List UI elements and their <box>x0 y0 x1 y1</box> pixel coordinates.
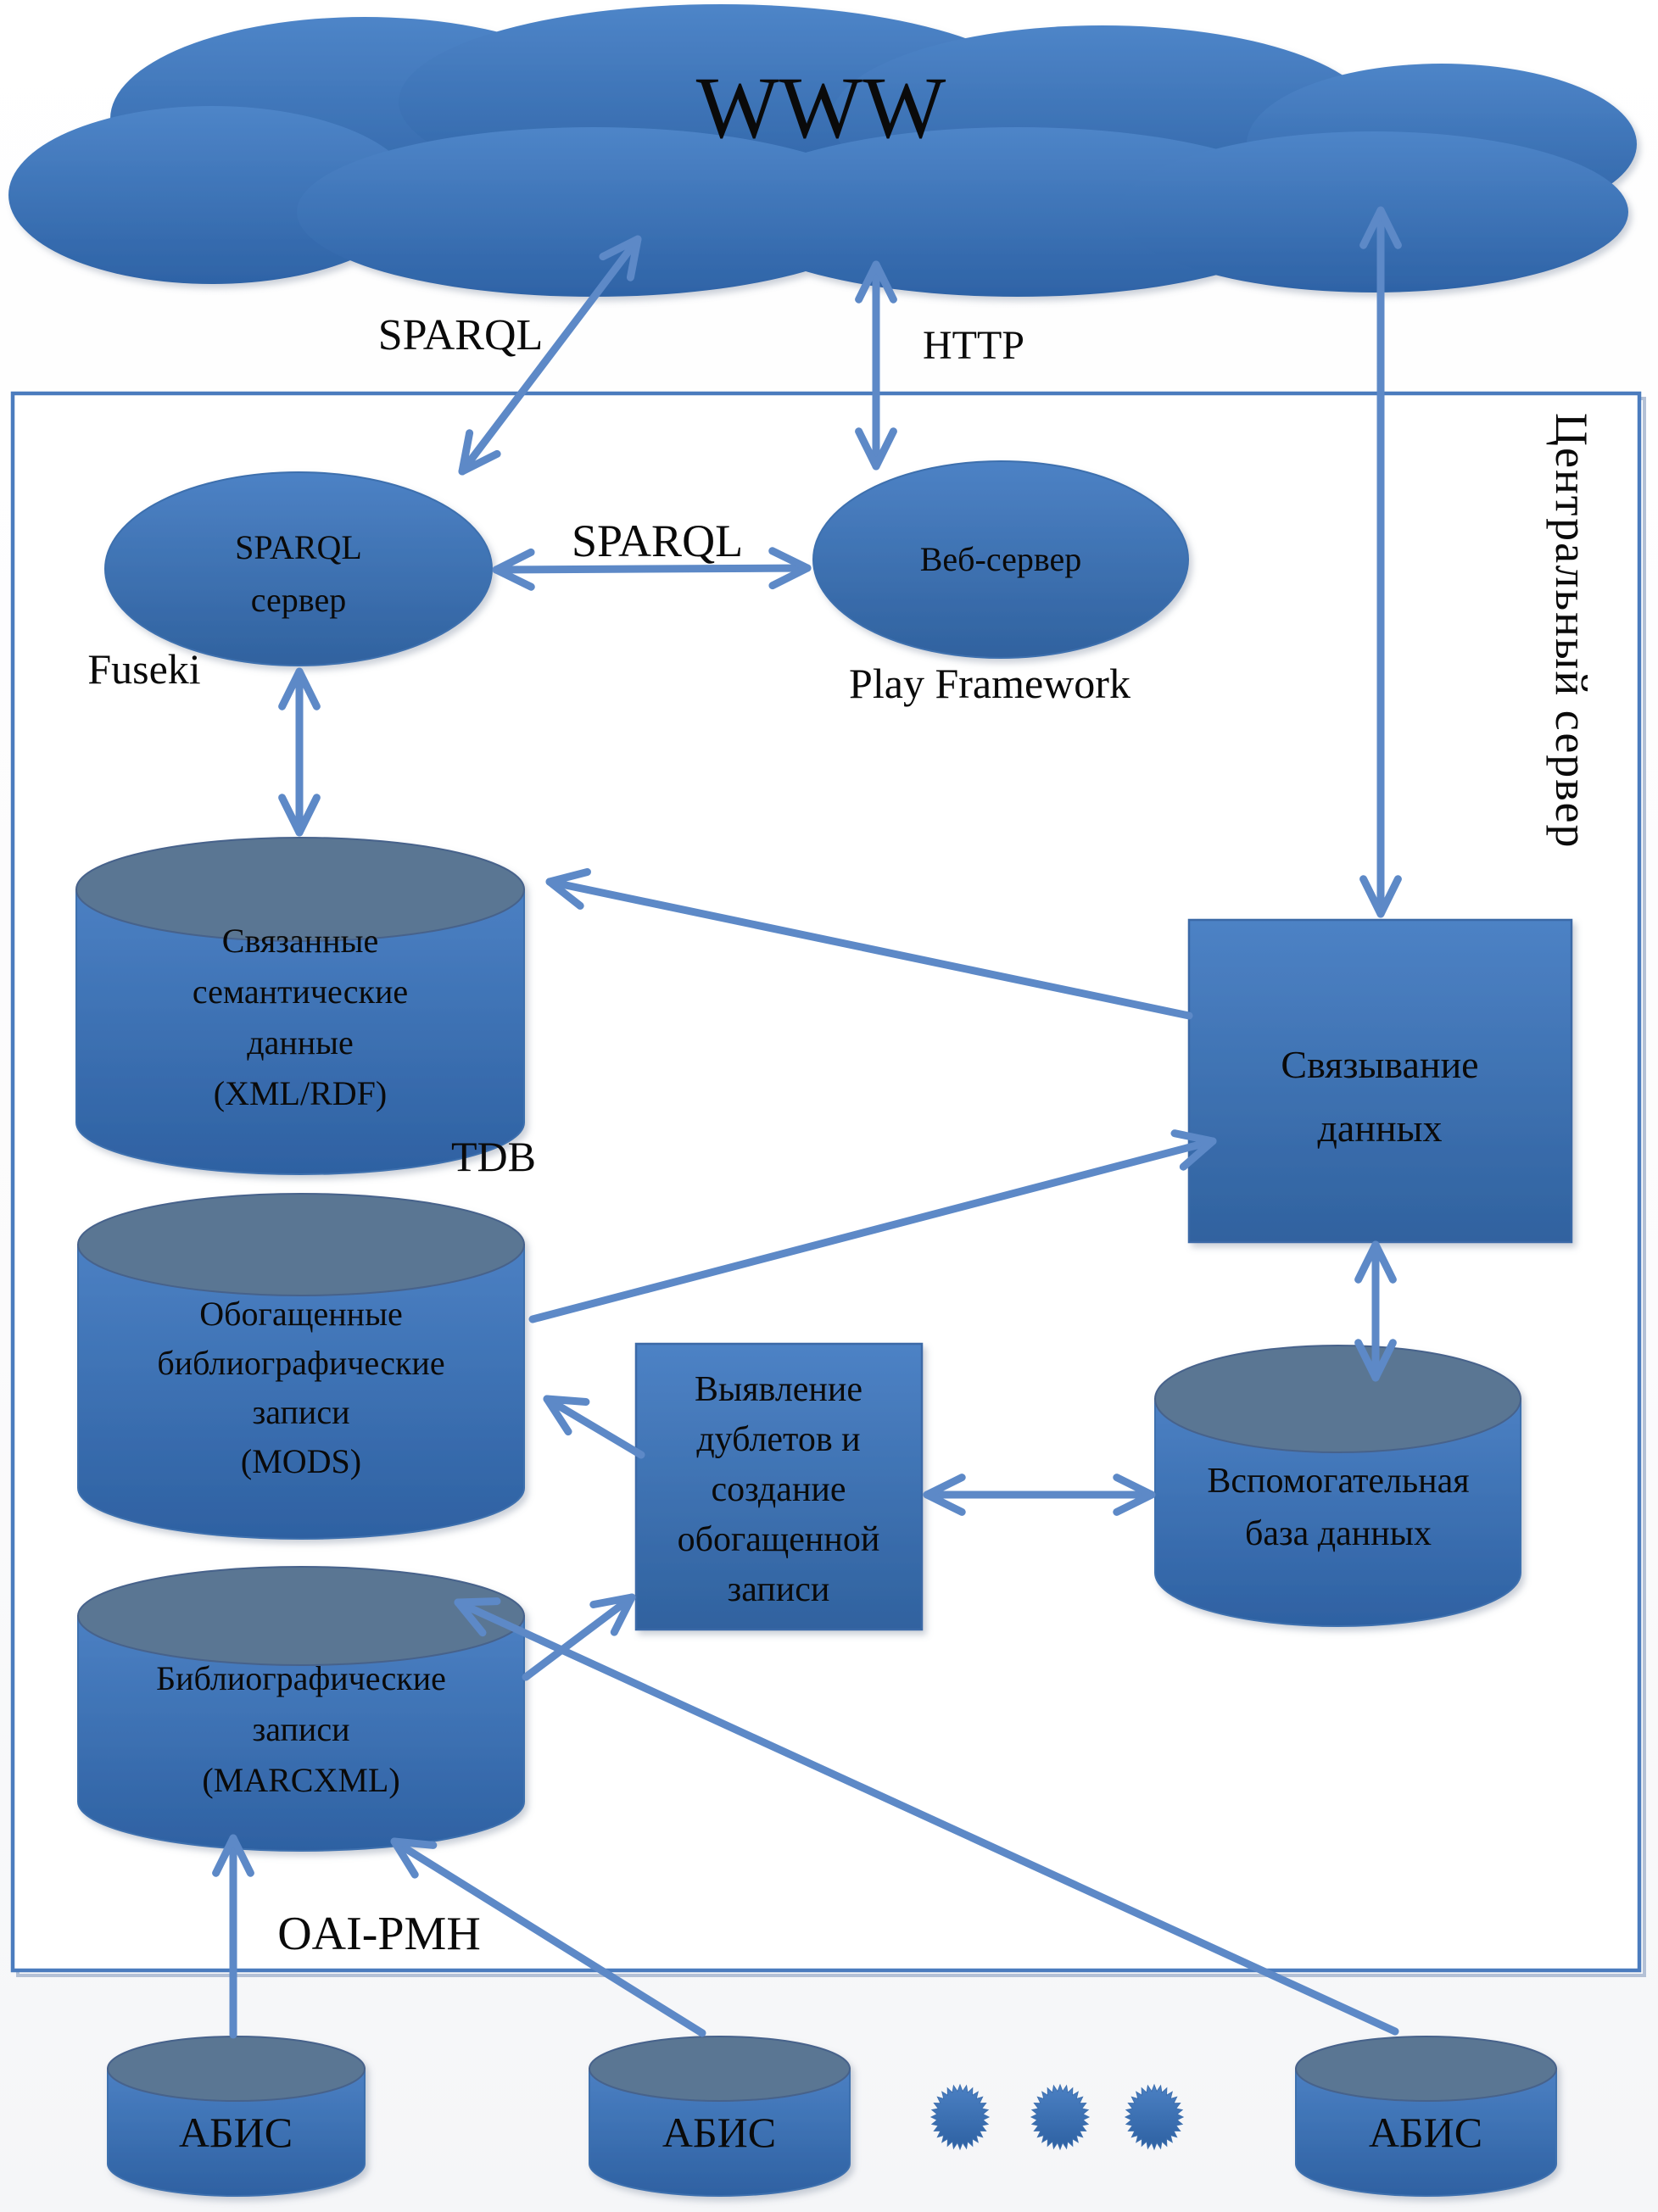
data-linking-node <box>1187 918 1573 1244</box>
aux-db-cylinder <box>1154 1345 1521 1627</box>
edge-www-web-server <box>855 260 897 471</box>
abis2-cylinder <box>589 2036 851 2197</box>
edge-abis2-biblio <box>390 1837 706 2037</box>
edge-www-sparql-server <box>458 235 642 476</box>
edge-data-linking-aux-db <box>1354 1240 1397 1382</box>
edge-biblio-dedup <box>522 1593 636 1681</box>
edge-abis3-biblio <box>454 1597 1399 2036</box>
edge-abis1-biblio <box>212 1834 254 2039</box>
linked-data-label: Связанные семантические данные (XML/RDF) <box>192 922 409 1112</box>
web-server-label: Веб-сервер <box>919 540 1082 578</box>
sparql-server-node <box>104 471 493 666</box>
data-linking-label: Связывание данных <box>1281 1043 1479 1150</box>
edge-dedup-aux-db <box>923 1474 1156 1516</box>
abis3-label: АБИС <box>1368 2109 1483 2156</box>
biblio-records-label: Библиографические записи (MARCXML) <box>156 1659 446 1799</box>
linked-data-cylinder <box>75 837 525 1175</box>
fuseki-caption: Fuseki <box>87 645 201 693</box>
ellipsis-star-icon <box>929 2083 991 2151</box>
edge-sparql-server-linked-data <box>278 667 321 837</box>
www-label: WWW <box>695 59 946 157</box>
ellipsis-star-icon <box>1124 2083 1185 2151</box>
ellipsis-star-icon <box>1030 2083 1091 2151</box>
www-cloud-icon <box>8 4 1637 297</box>
edge-www-data-linking <box>1359 206 1402 918</box>
abis1-cylinder <box>107 2036 366 2197</box>
central-server-caption: Центральный сервер <box>1546 413 1597 850</box>
enriched-records-label: Обогащенные библиографические записи (MO… <box>157 1295 445 1480</box>
enriched-records-cylinder <box>77 1193 525 1540</box>
abis1-label: АБИС <box>178 2109 293 2156</box>
edge-enriched-data-linking <box>528 1129 1217 1323</box>
tdb-caption: TDB <box>451 1133 536 1180</box>
edge-dedup-enriched <box>543 1395 645 1459</box>
biblio-records-cylinder <box>77 1566 525 1852</box>
edge-data-linking-linked-data <box>545 868 1193 1020</box>
sparql-mid-edge-label: SPARQL <box>571 515 744 566</box>
web-server-node <box>812 460 1189 659</box>
aux-db-label: Вспомогательная база данных <box>1207 1462 1470 1553</box>
edge-sparql-server-web-server <box>492 547 812 591</box>
abis2-label: АБИС <box>662 2109 777 2156</box>
dedup-label: Выявление дублетов и создание обогащенно… <box>677 1370 880 1609</box>
play-framework-caption: Play Framework <box>849 660 1130 707</box>
sparql-top-edge-label: SPARQL <box>377 311 544 359</box>
dedup-node <box>634 1342 924 1631</box>
http-edge-label: HTTP <box>923 323 1024 368</box>
oai-pmh-edge-label: OAI-PMH <box>277 1908 481 1960</box>
sparql-server-label: SPARQL сервер <box>235 528 362 619</box>
abis3-cylinder <box>1295 2036 1557 2197</box>
